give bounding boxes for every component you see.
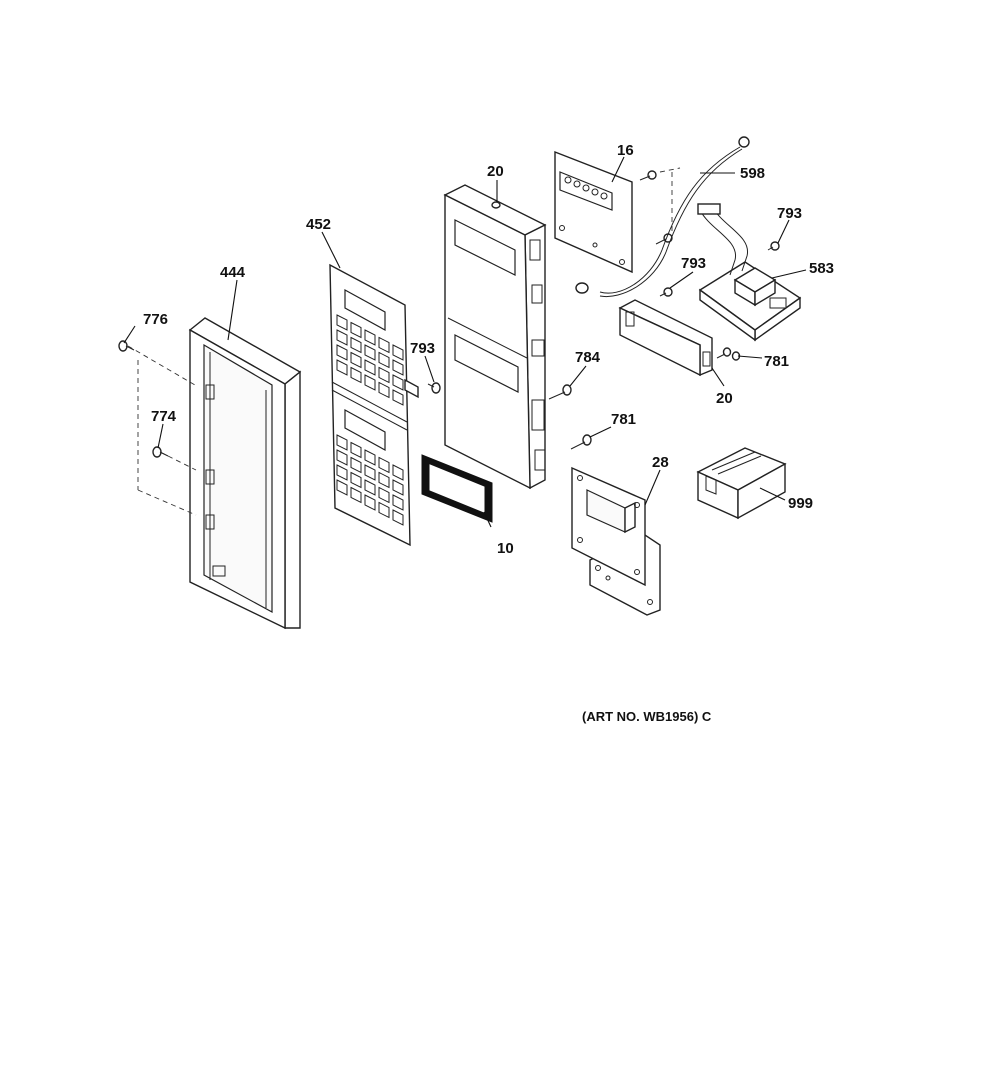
part-16-display-board bbox=[554, 150, 633, 274]
keypad-key bbox=[392, 509, 404, 526]
part-781-screw bbox=[570, 434, 592, 450]
label-793-mid-right: 793 bbox=[681, 255, 706, 272]
assembly-lines-left bbox=[127, 345, 197, 516]
label-784: 784 bbox=[575, 349, 601, 366]
part-20-bracket bbox=[618, 299, 713, 377]
part-774-screw bbox=[152, 446, 169, 458]
label-781-center: 781 bbox=[611, 411, 636, 428]
part-999-box bbox=[696, 447, 787, 520]
keypad-key bbox=[350, 471, 362, 489]
label-28: 28 bbox=[652, 454, 669, 471]
part-20-panel bbox=[443, 184, 547, 490]
label-793-top-right: 793 bbox=[777, 205, 802, 222]
keypad-key bbox=[336, 329, 348, 346]
keypad-key bbox=[336, 314, 348, 331]
keypad-key bbox=[392, 464, 404, 481]
keypad-key bbox=[392, 344, 404, 361]
label-10: 10 bbox=[497, 540, 514, 557]
part-28-control-board bbox=[571, 466, 661, 616]
label-781-right: 781 bbox=[764, 353, 789, 370]
part-776-screw bbox=[118, 340, 135, 352]
keypad-key bbox=[364, 449, 376, 466]
part-784-screw bbox=[548, 384, 572, 400]
part-444-frame bbox=[188, 317, 302, 630]
keypad-key bbox=[350, 336, 362, 354]
keypad-key bbox=[364, 464, 376, 481]
keypad-key bbox=[336, 449, 348, 466]
keypad-key bbox=[350, 321, 362, 339]
keypad-key bbox=[392, 389, 404, 406]
callout-labels: 776 774 444 452 793 10 20 784 781 16 598… bbox=[143, 142, 834, 557]
part-452-keypad bbox=[329, 263, 419, 547]
keypad-key bbox=[378, 336, 390, 354]
part-781-screws-right bbox=[716, 347, 741, 361]
keypad-key bbox=[350, 486, 362, 504]
keypad-key bbox=[336, 359, 348, 376]
label-999: 999 bbox=[788, 495, 813, 512]
label-16: 16 bbox=[617, 142, 634, 159]
keypad-key bbox=[350, 366, 362, 384]
keypad-key bbox=[364, 344, 376, 361]
keypad-key bbox=[378, 381, 390, 399]
keypad-key bbox=[336, 434, 348, 451]
label-776: 776 bbox=[143, 311, 168, 328]
label-444: 444 bbox=[220, 264, 246, 281]
keypad-key bbox=[378, 366, 390, 384]
keypad-key bbox=[350, 441, 362, 459]
part-583-board bbox=[697, 203, 802, 342]
label-452: 452 bbox=[306, 216, 331, 233]
label-774: 774 bbox=[151, 408, 177, 425]
keypad-key bbox=[336, 344, 348, 361]
keypad-key bbox=[378, 501, 390, 519]
keypad-key bbox=[378, 351, 390, 369]
label-583: 583 bbox=[809, 260, 834, 277]
keypad-key bbox=[364, 479, 376, 496]
keypad-key bbox=[350, 351, 362, 369]
label-20-bottom: 20 bbox=[716, 390, 733, 407]
part-793-screw-left bbox=[427, 382, 441, 394]
label-20-top: 20 bbox=[487, 163, 504, 180]
keypad-key bbox=[392, 494, 404, 511]
keypad-key bbox=[378, 486, 390, 504]
art-number: (ART NO. WB1956) C bbox=[582, 709, 712, 724]
keypad-key bbox=[350, 456, 362, 474]
keypad-key bbox=[364, 359, 376, 376]
keypad-key bbox=[378, 456, 390, 474]
keypad-key bbox=[364, 374, 376, 391]
keypad-key bbox=[364, 494, 376, 511]
keypad-key bbox=[392, 479, 404, 496]
keypad-key bbox=[392, 374, 404, 391]
part-10-gasket bbox=[421, 454, 493, 523]
keypad-key bbox=[392, 359, 404, 376]
leader-lines bbox=[123, 156, 807, 528]
keypad-keys bbox=[336, 314, 404, 526]
part-793-screws-right bbox=[659, 241, 780, 297]
keypad-key bbox=[336, 464, 348, 481]
keypad-key bbox=[378, 471, 390, 489]
part-598-wire bbox=[575, 136, 750, 298]
keypad-key bbox=[364, 329, 376, 346]
label-793-left: 793 bbox=[410, 340, 435, 357]
keypad-key bbox=[336, 479, 348, 496]
label-598: 598 bbox=[740, 165, 765, 182]
